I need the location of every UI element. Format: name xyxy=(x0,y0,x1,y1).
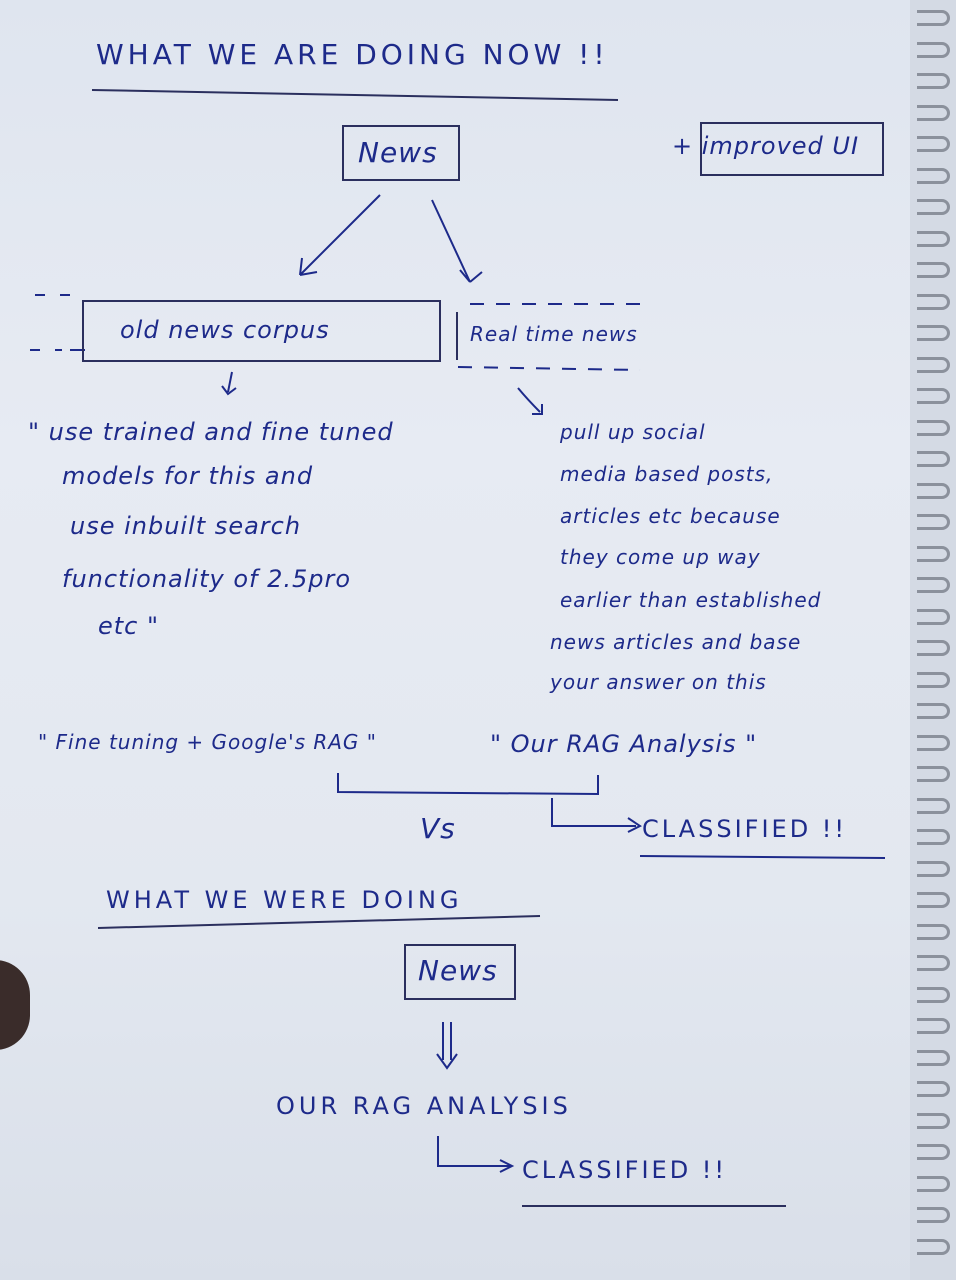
news-box xyxy=(342,125,460,181)
spiral-coil xyxy=(917,892,950,908)
classified-result-now: CLASSIFIED !! xyxy=(642,815,848,843)
right-desc-line-1: pull up social xyxy=(560,420,706,444)
realtime-news-box xyxy=(456,312,460,360)
final-connector xyxy=(437,1136,515,1173)
classified-result-before: CLASSIFIED !! xyxy=(522,1156,728,1184)
spiral-coil xyxy=(917,860,950,877)
right-desc-line-6: news articles and base xyxy=(550,630,802,654)
page-title: WHAT WE ARE DOING NOW !! xyxy=(96,38,609,71)
spiral-coil xyxy=(917,10,950,26)
spiral-coil xyxy=(917,1112,950,1129)
spiral-coil xyxy=(917,104,950,121)
spiral-coil xyxy=(917,388,950,404)
spiral-coil xyxy=(917,545,950,562)
news-label: News xyxy=(358,136,438,169)
spiral-coil xyxy=(917,640,950,656)
spiral-coil xyxy=(917,1144,950,1160)
news-box-2 xyxy=(404,944,516,1000)
spiral-coil xyxy=(917,734,950,751)
left-desc-line-5: etc " xyxy=(98,612,160,640)
spiral-coil xyxy=(917,356,950,373)
spiral-coil xyxy=(917,1081,950,1097)
arrow-down-left xyxy=(221,371,237,396)
spiral-coil xyxy=(917,829,950,845)
spiral-coil xyxy=(917,923,950,940)
spiral-coil xyxy=(917,955,950,971)
classified-underline xyxy=(639,855,886,859)
left-desc-line-3: use inbuilt search xyxy=(70,512,302,540)
classified-connector xyxy=(551,798,642,833)
right-desc-line-2: media based posts, xyxy=(560,462,774,486)
spiral-coil xyxy=(917,1207,950,1223)
summary-connector xyxy=(337,773,599,796)
spiral-coil xyxy=(917,325,950,341)
dash-right-bottom xyxy=(457,366,641,371)
spiral-coil xyxy=(917,1175,950,1192)
left-desc-line-4: functionality of 2.5pro xyxy=(62,565,352,593)
arrow-to-realtime xyxy=(431,199,483,283)
arrow-to-old-corpus xyxy=(299,194,381,276)
spiral-coil xyxy=(917,167,950,184)
right-desc-line-5: earlier than established xyxy=(560,588,822,612)
spiral-coil xyxy=(917,73,950,89)
spiral-coil xyxy=(917,1238,950,1255)
right-desc-line-3: articles etc because xyxy=(560,504,781,528)
arrow-down-right xyxy=(517,387,543,415)
spiral-coil xyxy=(917,703,950,719)
spiral-coil xyxy=(917,797,950,814)
spiral-coil xyxy=(917,451,950,467)
improved-ui-box xyxy=(700,122,884,176)
spiral-coil xyxy=(917,136,950,152)
spiral-coil xyxy=(917,41,950,58)
section2-title: WHAT WE WERE DOING xyxy=(106,886,463,914)
spiral-coil xyxy=(917,1049,950,1066)
left-desc-line-1: " use trained and fine tuned xyxy=(28,418,394,446)
left-summary: " Fine tuning + Google's RAG " xyxy=(38,730,377,754)
spiral-coil xyxy=(917,514,950,530)
spiral-binding xyxy=(910,0,956,1280)
spiral-coil xyxy=(917,766,950,782)
title-underline xyxy=(91,89,619,101)
spiral-coil xyxy=(917,671,950,688)
rag-analysis-step: OUR RAG ANALYSIS xyxy=(276,1092,572,1120)
improved-ui-label: + improved UI xyxy=(672,132,860,160)
old-news-corpus-label: old news corpus xyxy=(120,316,330,344)
spiral-coil xyxy=(917,230,950,247)
realtime-news-label: Real time news xyxy=(470,322,638,346)
section2-underline xyxy=(97,915,541,929)
left-desc-line-2: models for this and xyxy=(62,462,314,490)
old-news-corpus-box xyxy=(82,300,441,362)
spiral-coil xyxy=(917,482,950,499)
spiral-coil xyxy=(917,419,950,436)
vs-label: Vs xyxy=(420,812,456,845)
spiral-coil xyxy=(917,577,950,593)
spiral-coil xyxy=(917,608,950,625)
spiral-coil xyxy=(917,293,950,310)
double-arrow-down xyxy=(436,1022,458,1070)
spiral-coil xyxy=(917,262,950,278)
spiral-coil xyxy=(917,199,950,215)
spiral-coil xyxy=(917,986,950,1003)
right-summary: " Our RAG Analysis " xyxy=(490,730,758,758)
right-desc-line-7: your answer on this xyxy=(550,670,767,694)
news-label-2: News xyxy=(418,954,498,987)
right-desc-line-4: they come up way xyxy=(560,545,761,569)
spiral-coil xyxy=(917,1018,950,1034)
